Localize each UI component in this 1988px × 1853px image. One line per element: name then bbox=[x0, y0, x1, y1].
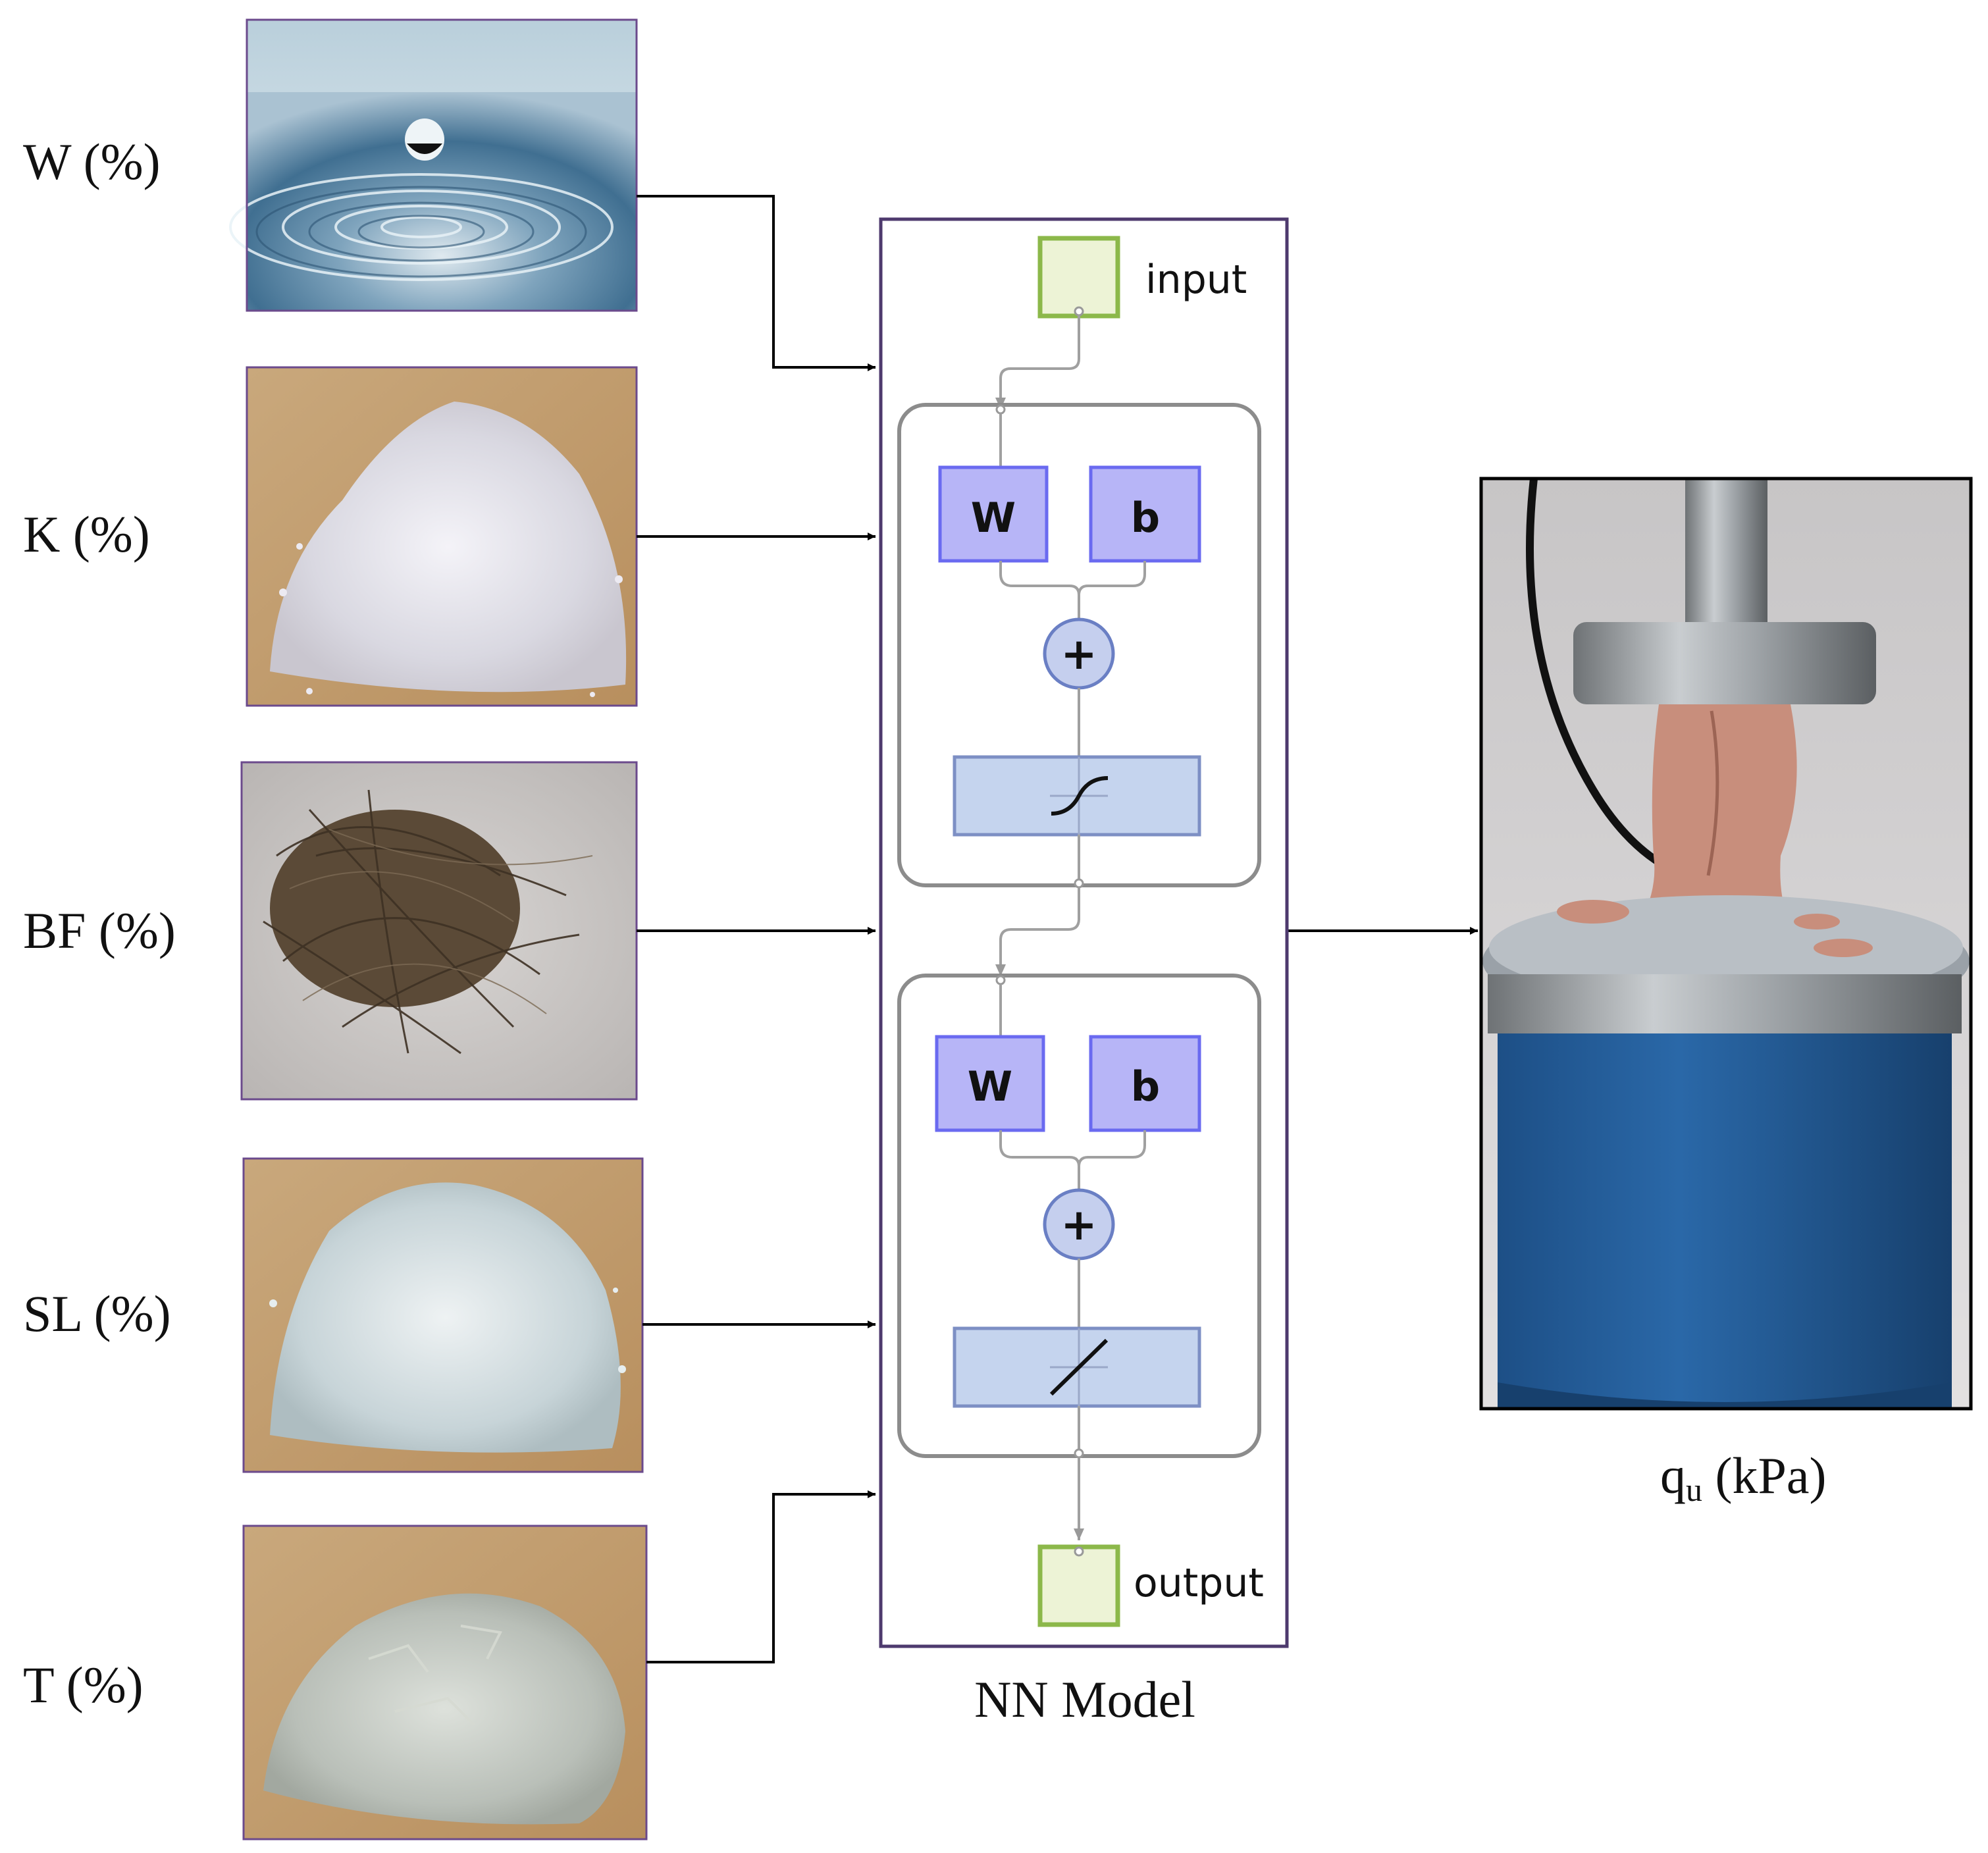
output-bias-label: b bbox=[1131, 1062, 1160, 1110]
tuff-powder-photo bbox=[242, 1525, 648, 1840]
input-label-t: T (%) bbox=[23, 1656, 144, 1713]
output-weight-node bbox=[935, 1035, 1045, 1132]
connector-w bbox=[637, 195, 876, 371]
hidden-bias-label: b bbox=[1131, 494, 1160, 542]
input-node bbox=[1037, 236, 1120, 319]
basalt-fiber-photo bbox=[240, 761, 638, 1101]
output-node-label: output bbox=[1134, 1560, 1264, 1606]
input-label-bf: BF (%) bbox=[23, 902, 176, 959]
hidden-bias-node bbox=[1089, 465, 1201, 563]
hidden-weight-label: W bbox=[971, 494, 1016, 542]
input-connectors bbox=[637, 195, 1478, 1663]
input-label-sl: SL (%) bbox=[23, 1285, 171, 1342]
nn-model-caption: NN Model bbox=[974, 1671, 1195, 1728]
water-droplet-ripple-photo bbox=[229, 18, 638, 312]
hidden-layer: W b + bbox=[897, 403, 1261, 889]
output-subscript: u bbox=[1686, 1471, 1702, 1508]
output-layer: W b + bbox=[897, 974, 1261, 1459]
connector-t bbox=[646, 1490, 876, 1663]
output-symbol: q bbox=[1660, 1447, 1686, 1504]
linear-transfer-icon bbox=[1049, 1338, 1109, 1396]
output-unit: (kPa) bbox=[1702, 1447, 1826, 1504]
input-node-label: input bbox=[1145, 257, 1247, 303]
nn-model-frame bbox=[879, 217, 1289, 1648]
hidden-weight-node bbox=[938, 465, 1049, 563]
output-bias-node bbox=[1089, 1035, 1201, 1132]
unconfined-compression-test-photo bbox=[1479, 477, 1973, 1411]
sigmoid-transfer-icon bbox=[1051, 776, 1109, 816]
input-label-w: W (%) bbox=[23, 133, 161, 190]
output-label: qu (kPa) bbox=[1660, 1447, 1826, 1508]
output-sum-symbol: + bbox=[1060, 1199, 1097, 1250]
kaolin-powder-photo bbox=[246, 366, 638, 707]
input-label-k: K (%) bbox=[23, 506, 150, 563]
nn-model: input W b + bbox=[879, 217, 1289, 1648]
slag-powder-photo bbox=[242, 1157, 644, 1473]
output-weight-label: W bbox=[968, 1062, 1012, 1110]
hidden-sum-symbol: + bbox=[1060, 629, 1097, 679]
output-node bbox=[1037, 1544, 1120, 1627]
